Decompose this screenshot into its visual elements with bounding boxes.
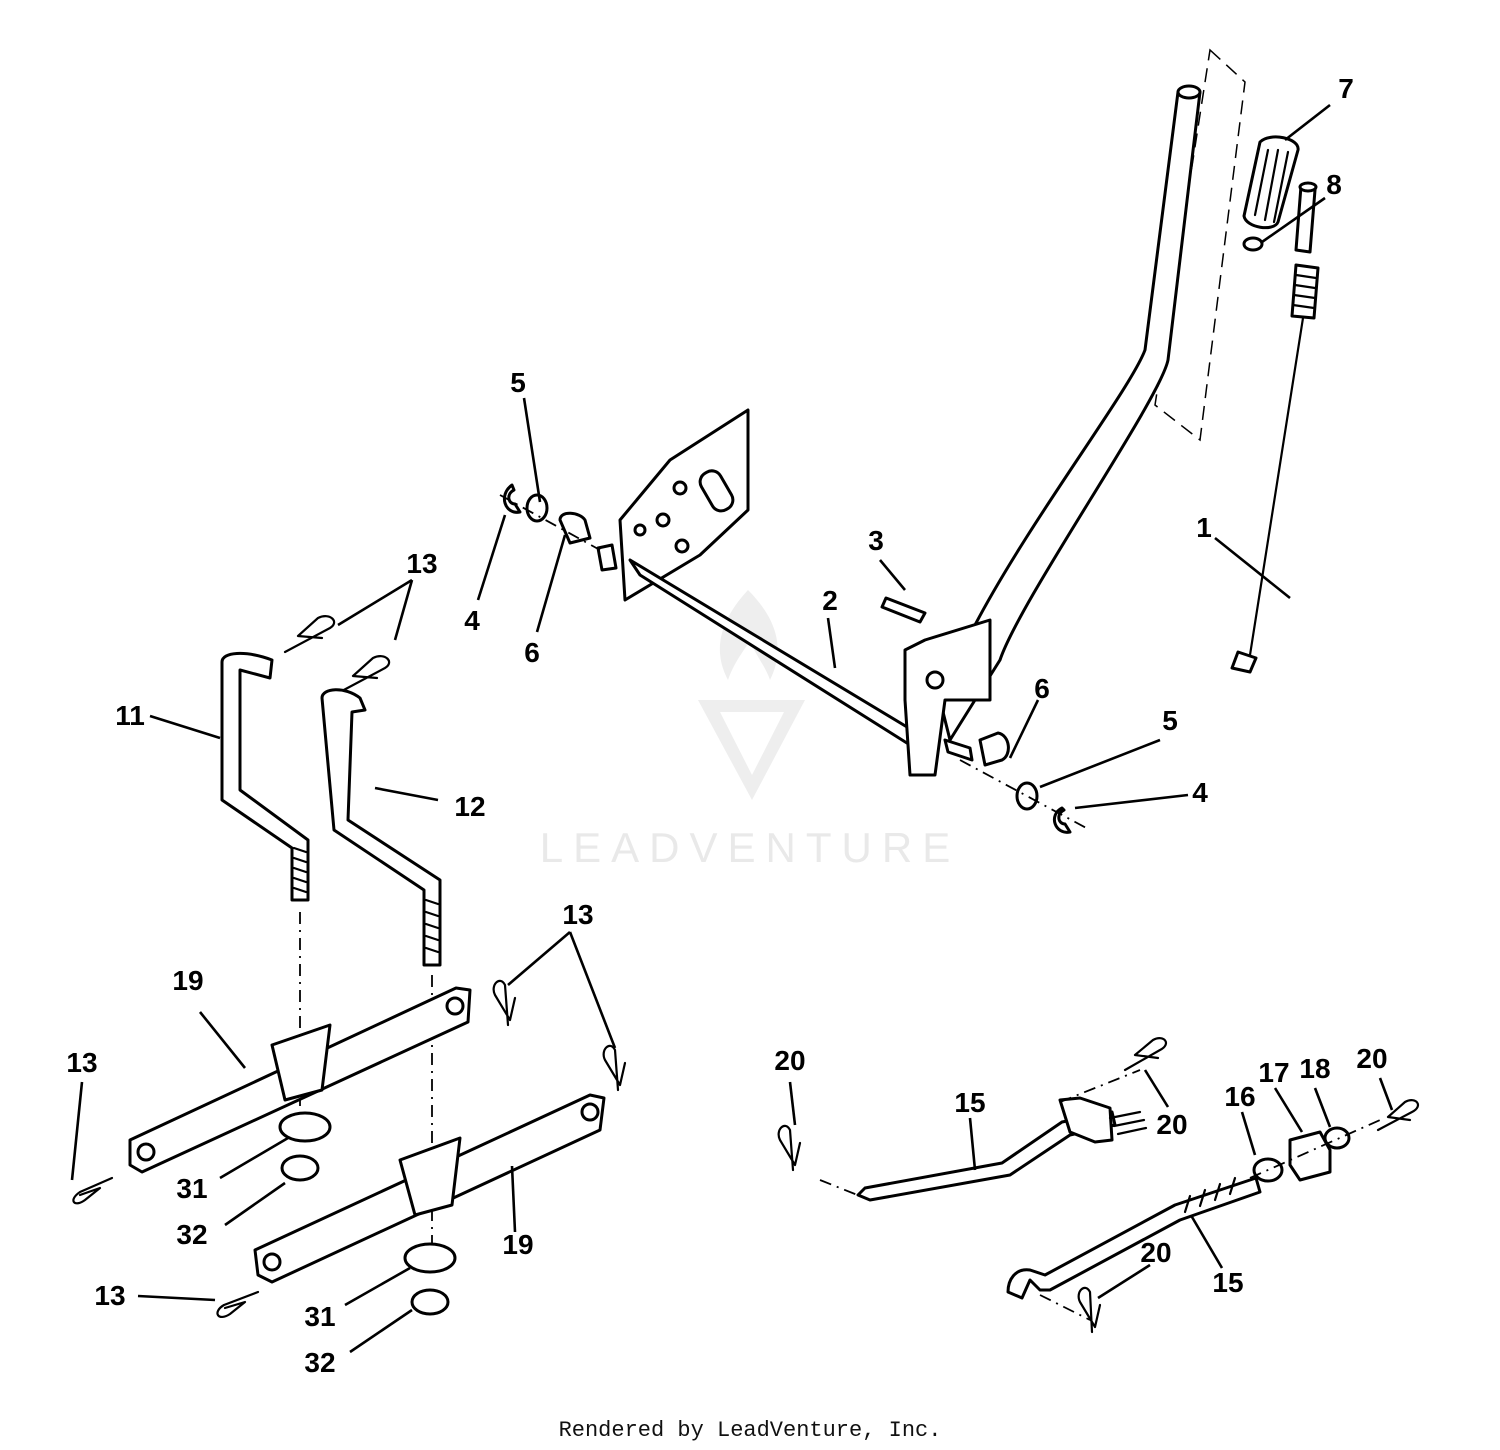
- part-5-washer-left: [525, 493, 549, 523]
- part-13-clip-top-1: [283, 615, 336, 654]
- lift-handle: [938, 84, 1202, 742]
- callout-6-left: 6: [524, 637, 540, 668]
- part-15-rod-upper: [856, 1096, 1148, 1202]
- callout-2: 2: [822, 585, 838, 616]
- part-8-nut: [1242, 236, 1264, 252]
- part-6-bushing-right: [978, 731, 1010, 767]
- callout-6-right: 6: [1034, 673, 1050, 704]
- part-7-grip: [1242, 135, 1300, 230]
- part-20-clip-far-right: [1376, 1099, 1420, 1132]
- callout-16: 16: [1224, 1081, 1255, 1112]
- shaft-end: [943, 738, 974, 762]
- part-31-grommet-upper: [278, 1111, 332, 1143]
- part-31-grommet-lower: [403, 1242, 457, 1274]
- part-3-pin: [880, 596, 927, 624]
- callout-18: 18: [1299, 1053, 1330, 1084]
- part-20-clip-upper-right: [1123, 1037, 1168, 1072]
- callout-13-right: 13: [562, 899, 593, 930]
- leader-lines: [70, 103, 1394, 1354]
- axis-left: [499, 494, 601, 551]
- callout-19-upper: 19: [172, 965, 203, 996]
- callout-32-upper: 32: [176, 1219, 207, 1250]
- part-11-link: [220, 652, 310, 902]
- part-1-cable: [1230, 181, 1320, 674]
- callout-20-left: 20: [774, 1045, 805, 1076]
- watermark-text: LEADVENTURE: [540, 824, 960, 871]
- part-13-clip-left: [72, 1176, 114, 1205]
- part-17-block: [1288, 1130, 1332, 1182]
- part-20-clip-bottom: [1077, 1286, 1102, 1334]
- callout-15-upper: 15: [954, 1087, 985, 1118]
- axis-15-upper: [819, 1179, 861, 1197]
- callout-1: 1: [1196, 512, 1212, 543]
- callout-11: 11: [115, 700, 145, 731]
- callout-31-upper: 31: [176, 1173, 207, 1204]
- callout-3: 3: [868, 525, 884, 556]
- callout-20-upper-right: 20: [1156, 1109, 1187, 1140]
- part-18-nut: [1323, 1126, 1351, 1150]
- callout-8: 8: [1326, 169, 1342, 200]
- callout-13-top: 13: [406, 548, 437, 579]
- callout-13-bottom: 13: [94, 1280, 125, 1311]
- part-13-clip-top-2: [338, 655, 391, 694]
- pivot-bracket: [618, 408, 750, 602]
- callout-7: 7: [1338, 73, 1354, 104]
- part-20-clip-left: [777, 1124, 802, 1172]
- watermark-v-icon: [698, 700, 805, 800]
- part-5-washer-right: [1015, 781, 1039, 811]
- part-13-clip-bottom: [216, 1290, 260, 1319]
- axis-20-upper: [1059, 1069, 1141, 1103]
- callout-17: 17: [1258, 1057, 1289, 1088]
- part-2-shaft: [596, 543, 920, 752]
- part-15-rod-lower: [1006, 1176, 1262, 1300]
- part-6-bushing-left: [558, 511, 592, 545]
- watermark: LEADVENTURE: [540, 590, 960, 871]
- part-32-nut-lower: [410, 1288, 450, 1316]
- axis-16-18: [1249, 1119, 1381, 1179]
- callout-5-left: 5: [510, 367, 526, 398]
- lever-plate-hole: [925, 670, 945, 690]
- callout-13-left: 13: [66, 1047, 97, 1078]
- callout-5-right: 5: [1162, 705, 1178, 736]
- callout-31-lower: 31: [304, 1301, 335, 1332]
- part-13-clip-right-2: [602, 1044, 627, 1092]
- part-32-nut-upper: [280, 1154, 320, 1182]
- part-13-clip-right-1: [492, 979, 517, 1027]
- callout-20-bottom: 20: [1140, 1237, 1171, 1268]
- part-12-link: [320, 688, 442, 967]
- callout-20-far-right: 20: [1356, 1043, 1387, 1074]
- callout-4-right: 4: [1192, 777, 1208, 808]
- callout-12: 12: [454, 791, 485, 822]
- callout-32-lower: 32: [304, 1347, 335, 1378]
- axis-15-lower: [1039, 1294, 1091, 1321]
- lever-plate: [903, 618, 992, 777]
- part-19-arm-upper: [128, 986, 472, 1174]
- callout-4-left: 4: [464, 605, 480, 636]
- callout-15-lower: 15: [1212, 1267, 1243, 1298]
- part-19-arm-lower: [253, 1093, 606, 1284]
- footer-credit: Rendered by LeadVenture, Inc.: [558, 1418, 942, 1443]
- callout-19-lower: 19: [502, 1229, 533, 1260]
- axis-right: [959, 759, 1091, 831]
